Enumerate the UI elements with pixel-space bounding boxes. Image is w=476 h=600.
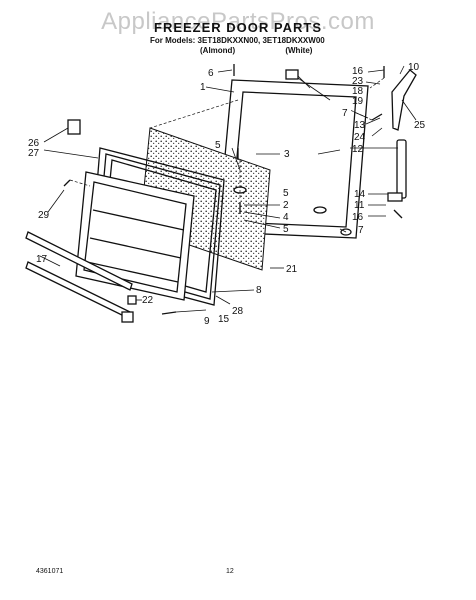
part-label-16b: 16 <box>352 212 364 223</box>
page-number: 12 <box>226 568 234 575</box>
document-number: 4361071 <box>36 568 64 575</box>
part-label-11: 11 <box>354 200 365 211</box>
part-label-13: 13 <box>354 120 366 131</box>
part-label-27: 27 <box>28 148 40 159</box>
part-label-29: 29 <box>38 210 50 221</box>
inner-door-liner <box>75 171 195 301</box>
shelf-end-cap-left <box>121 311 134 323</box>
variant-almond: (Almond) <box>200 46 236 55</box>
part-label-16a: 16 <box>352 66 364 77</box>
spacer-b <box>313 206 327 214</box>
part-label-4: 4 <box>283 212 289 223</box>
models-line: For Models: 3ET18DKXXN00, 3ET18DKXXW00 <box>150 36 325 45</box>
part-label-21: 21 <box>286 264 298 275</box>
door-shelf-bars <box>25 231 133 319</box>
part-label-5b: 5 <box>283 188 289 199</box>
screws <box>63 64 403 315</box>
part-label-7b: 7 <box>358 225 364 236</box>
part-label-28: 28 <box>232 306 244 317</box>
part-label-6: 6 <box>208 68 214 79</box>
part-label-17: 17 <box>36 254 48 265</box>
part-label-3: 3 <box>284 149 290 160</box>
part-label-8: 8 <box>256 285 262 296</box>
top-hinge <box>391 69 417 131</box>
hinge-pin-bar <box>396 139 407 199</box>
trim-clip <box>285 69 299 80</box>
part-label-14: 14 <box>354 189 366 200</box>
part-label-10: 10 <box>408 62 420 73</box>
shelf-end-cap-right <box>127 295 137 305</box>
mount-bracket-lower <box>387 192 403 202</box>
part-label-1: 1 <box>200 82 206 93</box>
leader-lines <box>39 65 417 313</box>
watermark: AppliancePartsPros.com <box>101 8 375 35</box>
part-label-18: 18 <box>352 86 364 97</box>
part-label-5a: 5 <box>215 140 221 151</box>
part-label-5c: 5 <box>283 224 289 235</box>
part-label-12: 12 <box>352 144 364 155</box>
part-label-25: 25 <box>414 120 426 131</box>
part-label-24: 24 <box>354 132 366 143</box>
part-label-26: 26 <box>28 138 40 149</box>
part-label-22: 22 <box>142 295 154 306</box>
handle-insert <box>67 119 81 135</box>
part-label-23: 23 <box>352 76 364 87</box>
part-label-9: 9 <box>204 316 210 327</box>
part-labels: 1 2 3 4 5 5 5 6 7 7 8 9 10 11 12 13 14 1… <box>28 62 426 327</box>
variant-white: (White) <box>285 46 313 55</box>
part-label-19: 19 <box>352 96 364 107</box>
page-title: FREEZER DOOR PARTS <box>154 20 322 35</box>
part-label-2: 2 <box>283 200 289 211</box>
part-label-15: 15 <box>218 314 230 325</box>
part-label-7a: 7 <box>342 108 348 119</box>
model-variants: (Almond) (White) <box>200 46 360 55</box>
